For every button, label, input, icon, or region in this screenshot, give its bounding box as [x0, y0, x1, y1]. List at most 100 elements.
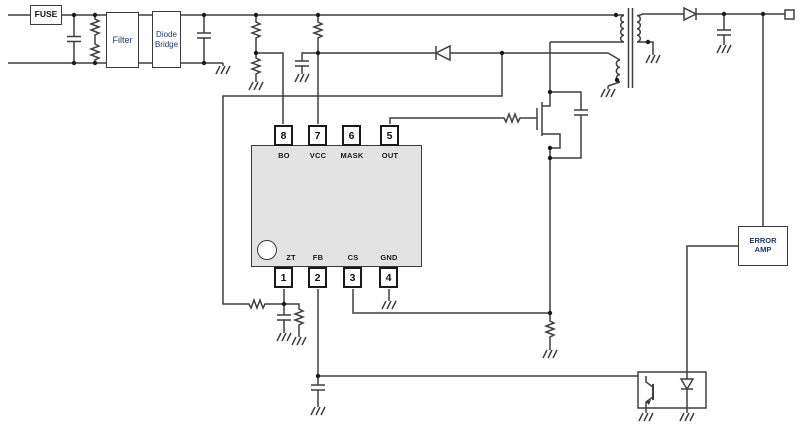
opto-collector-wire	[645, 376, 654, 388]
transformer	[502, 8, 684, 98]
primary-winding	[620, 14, 625, 43]
wire	[607, 81, 621, 87]
zt-network	[222, 53, 503, 346]
gate-drive	[389, 113, 537, 124]
diode-icon	[434, 44, 451, 62]
pin-number: 1	[280, 271, 287, 284]
resistor	[90, 40, 100, 64]
junction-dots	[71, 11, 766, 379]
transformer-core	[627, 8, 634, 88]
pin-label-gnd: GND	[380, 253, 398, 262]
ground-icon	[276, 329, 292, 342]
pin1-indicator-circle	[257, 240, 277, 260]
ic-pin-4: 4	[379, 267, 398, 288]
pin-number: 8	[280, 129, 287, 142]
mosfet-source-wire	[542, 133, 561, 149]
fuse-block: FUSE	[30, 5, 62, 25]
pin-number: 5	[386, 129, 393, 142]
aux-wire	[502, 52, 621, 61]
polarity-dot	[645, 39, 651, 45]
wire	[686, 245, 738, 372]
optocoupler	[637, 371, 707, 422]
ground-icon	[294, 70, 310, 83]
ground-icon	[600, 85, 616, 98]
pin-number: 6	[348, 129, 355, 142]
wire	[284, 303, 300, 306]
ground-icon	[679, 409, 695, 422]
snubber	[550, 91, 589, 159]
ground-icon	[716, 41, 732, 54]
error-amp-wiring	[686, 14, 764, 372]
wire	[268, 289, 285, 305]
startup-resistor	[313, 18, 323, 42]
bo-pin-wire	[256, 52, 284, 124]
vcc-supply	[294, 15, 502, 124]
ground-icon	[310, 403, 326, 416]
wire	[681, 388, 693, 410]
wire	[8, 14, 106, 64]
controller-ic-body	[251, 145, 422, 267]
error-amp-block: ERROR AMP	[738, 226, 788, 266]
sense-resistor	[545, 317, 555, 341]
mosfet	[536, 42, 561, 149]
pin-number: 7	[314, 129, 321, 142]
zt-sense-wire	[222, 53, 503, 305]
wire	[139, 14, 152, 64]
output-capacitor	[716, 29, 732, 36]
pin-label-bo: BO	[278, 151, 290, 160]
ground-icon	[248, 78, 264, 91]
resistor	[294, 305, 304, 329]
ground-icon	[645, 51, 661, 64]
opto-led-icon	[679, 378, 695, 391]
cs-network	[352, 148, 558, 359]
ic-pin-1: 1	[274, 267, 293, 288]
error-amp-label-line1: ERROR	[749, 236, 777, 246]
pin-label-zt: ZT	[286, 253, 296, 262]
fuse-label: FUSE	[34, 9, 58, 20]
wire	[636, 13, 684, 17]
ground-icon	[291, 333, 307, 346]
zt-capacitor	[276, 314, 292, 321]
output-terminal	[784, 9, 795, 20]
output-diode-icon	[683, 6, 698, 22]
bo-divider	[248, 15, 284, 124]
pin-label-fb: FB	[312, 253, 324, 262]
pin-label-mask: MASK	[340, 151, 364, 160]
ic-pin-5: 5	[380, 125, 399, 146]
zt-resistor	[245, 299, 269, 309]
ic-pin-2: 2	[308, 267, 327, 288]
ic-pin-3: 3	[343, 267, 362, 288]
pin-label-cs: CS	[347, 253, 359, 262]
output-rectifier	[683, 6, 795, 54]
filter-label: Filter	[112, 34, 133, 45]
diode-bridge-label-line2: Bridge	[154, 39, 179, 49]
pin-label-vcc: VCC	[309, 151, 327, 160]
cs-wire	[352, 289, 550, 314]
mosfet-drain-wire	[542, 92, 551, 107]
ic-pin-7: 7	[308, 125, 327, 146]
polarity-dot	[614, 77, 620, 83]
ground-icon	[215, 62, 231, 75]
diode-bridge-label-line1: Diode	[156, 30, 177, 40]
resistor	[90, 15, 100, 39]
ic-pin-6: 6	[342, 125, 361, 146]
ic-pin-8: 8	[274, 125, 293, 146]
emitter-arrow-icon	[646, 400, 651, 405]
wire	[301, 52, 318, 71]
pin-number: 3	[349, 271, 356, 284]
resistor	[251, 18, 261, 42]
ground-icon	[542, 346, 558, 359]
capacitor	[66, 35, 82, 43]
diode-bridge-block: Diode Bridge	[152, 11, 181, 68]
snubber-capacitor	[573, 109, 589, 116]
fb-wire	[317, 289, 646, 377]
gate-resistor	[500, 113, 524, 123]
fb-capacitor	[310, 384, 326, 391]
fb-network	[310, 289, 646, 416]
vcc-capacitor	[294, 60, 310, 67]
ground-icon	[638, 409, 654, 422]
pin-number: 2	[314, 271, 321, 284]
wire	[637, 41, 654, 52]
resistor	[251, 54, 261, 78]
